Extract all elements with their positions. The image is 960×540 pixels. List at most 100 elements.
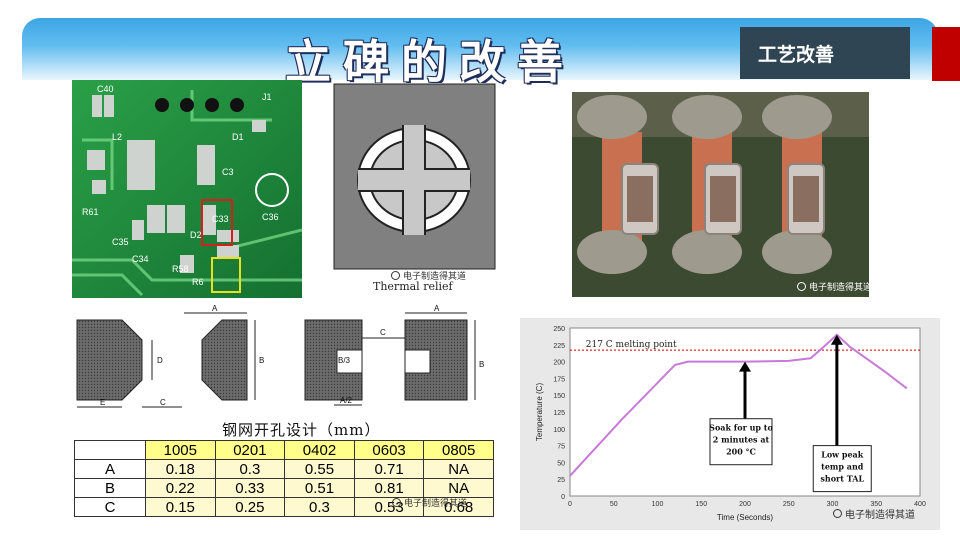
table-cell: 0.33 bbox=[214, 478, 286, 498]
thermal-relief-graphic bbox=[333, 83, 496, 270]
table-cell: 0.51 bbox=[284, 478, 355, 498]
thermal-relief-caption: Thermal relief bbox=[373, 280, 453, 293]
x-tick-label: 150 bbox=[695, 501, 707, 508]
y-tick-label: 0 bbox=[561, 494, 565, 501]
x-tick-label: 300 bbox=[827, 501, 839, 508]
aperture-drawing: D A B E C B/3 C A B A/2 bbox=[76, 305, 484, 408]
y-tick-label: 250 bbox=[553, 326, 565, 333]
x-axis-label: Time (Seconds) bbox=[717, 513, 774, 522]
wechat-icon bbox=[391, 271, 400, 280]
pcb-label: C36 bbox=[262, 212, 279, 222]
y-tick-label: 175 bbox=[553, 376, 565, 383]
pcb-photo: C40 L2 D1 C3 C36 R61 C35 C34 C33 D2 R58 … bbox=[72, 80, 302, 298]
svg-text:B: B bbox=[259, 356, 264, 365]
pcb-label: R61 bbox=[82, 207, 99, 217]
y-tick-label: 200 bbox=[553, 360, 565, 367]
x-tick-label: 100 bbox=[652, 501, 664, 508]
watermark: 电子制造得其道 bbox=[833, 506, 915, 521]
pcb-label: L2 bbox=[112, 132, 122, 142]
table-header: 0201 bbox=[214, 440, 286, 460]
svg-text:C: C bbox=[160, 398, 166, 407]
svg-text:B: B bbox=[479, 360, 484, 369]
solder-joint-photo: 电子制造得其道 bbox=[572, 92, 869, 297]
annotation-text: Soak for up to bbox=[709, 423, 773, 433]
annotation-arrowhead bbox=[739, 361, 751, 372]
row-label: C bbox=[74, 497, 146, 517]
svg-text:E: E bbox=[100, 398, 105, 407]
y-tick-label: 25 bbox=[557, 477, 565, 484]
annotation-box bbox=[709, 418, 773, 466]
svg-text:C: C bbox=[380, 328, 386, 337]
table-cell: 0.3 bbox=[214, 459, 286, 479]
reflow-profile-chart: 0 25 50 75 100 125 150 175 200 225 250 0 50 100 150 200… bbox=[520, 318, 940, 530]
stencil-aperture-diagram: D A B E C B/3 C A B A/2 bbox=[72, 305, 502, 415]
watermark: 电子制造得其道 bbox=[391, 269, 466, 282]
row-label: A bbox=[74, 459, 146, 479]
melting-point-label: 217 C melting point bbox=[586, 340, 677, 350]
table-row: C 0.15 0.25 0.3 0.53 0.68 bbox=[74, 497, 494, 517]
slide-title: 立碑的改善 bbox=[285, 35, 575, 89]
table-header-row: 1005 0201 0402 0603 0805 bbox=[74, 440, 494, 460]
table-header: 1005 bbox=[145, 440, 216, 460]
table-cell: 0.71 bbox=[353, 459, 425, 479]
x-tick-label: 400 bbox=[914, 501, 926, 508]
annotation-text: 200 °C bbox=[726, 447, 756, 457]
pcb-label: C40 bbox=[97, 84, 114, 94]
annotation-text: Low peak bbox=[821, 450, 864, 460]
x-tick-label: 350 bbox=[870, 501, 882, 508]
svg-text:A: A bbox=[212, 305, 218, 313]
table-cell: 0.81 bbox=[353, 478, 425, 498]
section-badge: 工艺改善 bbox=[740, 27, 910, 79]
pcb-label: D2 bbox=[190, 230, 202, 240]
pcb-label: C3 bbox=[222, 167, 234, 177]
y-axis-label: Temperature (C) bbox=[535, 383, 544, 442]
svg-text:A: A bbox=[434, 305, 440, 313]
table-header: 0805 bbox=[423, 440, 494, 460]
y-tick-label: 150 bbox=[553, 393, 565, 400]
y-tick-label: 125 bbox=[553, 410, 565, 417]
accent-tab bbox=[932, 27, 960, 81]
x-tick-label: 200 bbox=[739, 501, 751, 508]
x-tick-label: 50 bbox=[610, 501, 618, 508]
pcb-graphic: C40 L2 D1 C3 C36 R61 C35 C34 C33 D2 R58 … bbox=[72, 80, 302, 298]
y-tick-label: 225 bbox=[553, 343, 565, 350]
svg-text:D: D bbox=[157, 356, 163, 365]
annotation-text: short TAL bbox=[820, 474, 864, 484]
table-cell: NA bbox=[423, 459, 494, 479]
wechat-icon bbox=[392, 498, 401, 507]
table-cell: 0.55 bbox=[284, 459, 355, 479]
pcb-label: D1 bbox=[232, 132, 244, 142]
table-cell: 0.3 bbox=[284, 497, 355, 517]
row-label: B bbox=[74, 478, 146, 498]
y-tick-label: 75 bbox=[557, 444, 565, 451]
y-tick-label: 100 bbox=[553, 427, 565, 434]
pcb-label: C33 bbox=[212, 214, 229, 224]
x-tick-label: 250 bbox=[783, 501, 795, 508]
svg-text:B/3: B/3 bbox=[338, 356, 351, 365]
annotation-arrowhead bbox=[830, 334, 843, 345]
y-tick-label: 50 bbox=[557, 460, 565, 467]
pcb-label: R58 bbox=[172, 264, 189, 274]
svg-text:A/2: A/2 bbox=[340, 396, 353, 405]
annotation-box bbox=[812, 445, 872, 493]
table-cell: 0.22 bbox=[145, 478, 216, 498]
pcb-label: C34 bbox=[132, 254, 149, 264]
watermark: 电子制造得其道 bbox=[392, 496, 467, 509]
temperature-profile-line bbox=[569, 333, 908, 477]
table-header: 0402 bbox=[284, 440, 355, 460]
thermal-relief-figure: Thermal relief 电子制造得其道 bbox=[333, 83, 496, 298]
table-header bbox=[74, 440, 146, 460]
watermark: 电子制造得其道 bbox=[797, 280, 869, 293]
solder-photo-graphic bbox=[572, 92, 869, 297]
table-cell: 0.15 bbox=[145, 497, 216, 517]
table-row: B 0.22 0.33 0.51 0.81 NA bbox=[74, 478, 494, 498]
chart-svg: 0 25 50 75 100 125 150 175 200 225 250 0 50 100 150 200… bbox=[535, 326, 926, 522]
annotation-text: 2 minutes at bbox=[713, 435, 770, 445]
stencil-opening-table: 1005 0201 0402 0603 0805 A 0.18 0.3 0.55… bbox=[74, 440, 494, 517]
x-tick-label: 0 bbox=[568, 501, 572, 508]
table-cell: 0.18 bbox=[145, 459, 216, 479]
table-title: 钢网开孔设计（mm） bbox=[222, 421, 381, 439]
table-row: A 0.18 0.3 0.55 0.71 NA bbox=[74, 459, 494, 479]
pcb-label: J1 bbox=[262, 92, 272, 102]
annotation-text: temp and bbox=[821, 462, 864, 472]
